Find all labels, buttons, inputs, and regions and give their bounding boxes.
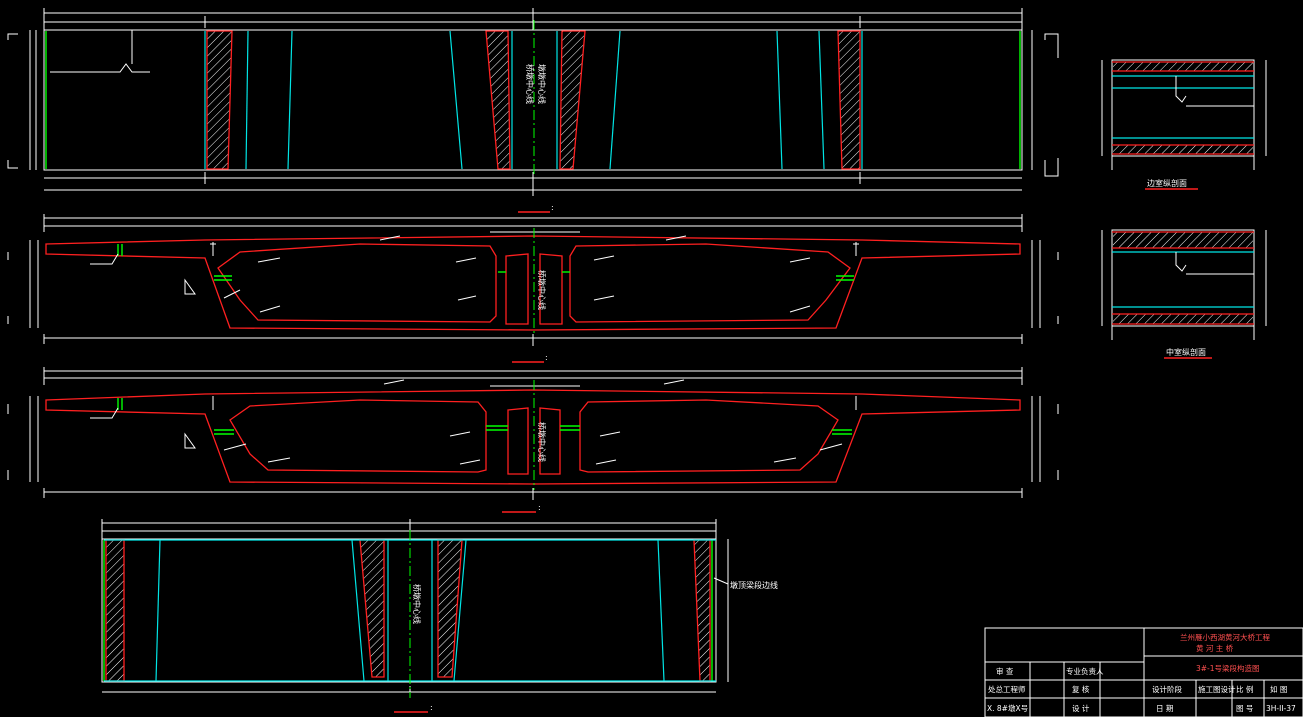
side-section-detail: 边室纵剖面: [1101, 59, 1267, 190]
side-section-label: 边室纵剖面: [1147, 178, 1187, 188]
plan-view-bottom: 桥墩中心线 墩顶梁段边线 :: [101, 519, 778, 713]
label-discipline-lead: 专业负责人: [1066, 666, 1104, 676]
section-b-centerline-label: 桥墩中心线: [537, 422, 547, 462]
bottom-plan-centerline-label: 桥墩中心线: [412, 584, 422, 624]
cross-section-b: 桥墩中心线 :: [7, 367, 1059, 513]
label-design-stage: 设计阶段: [1152, 684, 1182, 694]
svg-text::: :: [545, 353, 548, 362]
value-scale: 如 图: [1270, 684, 1287, 694]
plan-view-centerline-label-right: 墩墩中心线: [537, 64, 547, 104]
svg-text::: :: [430, 703, 433, 712]
value-drawing-no: 3H-II-37: [1266, 704, 1296, 713]
label-design: 设 计: [1072, 703, 1090, 713]
svg-text::: :: [551, 203, 554, 212]
mid-section-label: 中室纵剖面: [1166, 347, 1206, 357]
label-pier-no: X. 8#墩X号: [987, 703, 1028, 713]
plan-view-top: 桥墩中心线 墩墩中心线 :: [7, 8, 1059, 213]
value-design-stage: 施工图设计: [1198, 684, 1236, 694]
project-name: 兰州雁小西湖黄河大桥工程: [1180, 632, 1270, 642]
label-drawing-no: 图 号: [1236, 704, 1253, 713]
label-review: 审 查: [996, 666, 1014, 676]
pier-top-edge-label: 墩顶梁段边线: [730, 580, 778, 590]
drawing-title: 3#-1号梁段构造图: [1196, 663, 1260, 673]
mid-section-detail: 中室纵剖面: [1101, 229, 1267, 359]
project-subname: 黄 河 主 桥: [1196, 643, 1234, 653]
label-date: 日 期: [1156, 704, 1173, 713]
svg-text::: :: [538, 503, 541, 512]
plan-view-centerline-label-left: 桥墩中心线: [525, 64, 535, 104]
label-check: 复 核: [1072, 684, 1090, 694]
title-block: 兰州雁小西湖黄河大桥工程 黄 河 主 桥 3#-1号梁段构造图 审 查 专业负责…: [984, 627, 1303, 717]
label-scale: 比 例: [1236, 684, 1253, 694]
label-chief-engineer: 处总工程师: [988, 684, 1026, 694]
cross-section-a: 桥墩中心线 :: [7, 214, 1059, 363]
section-a-centerline-label: 桥墩中心线: [537, 270, 547, 310]
